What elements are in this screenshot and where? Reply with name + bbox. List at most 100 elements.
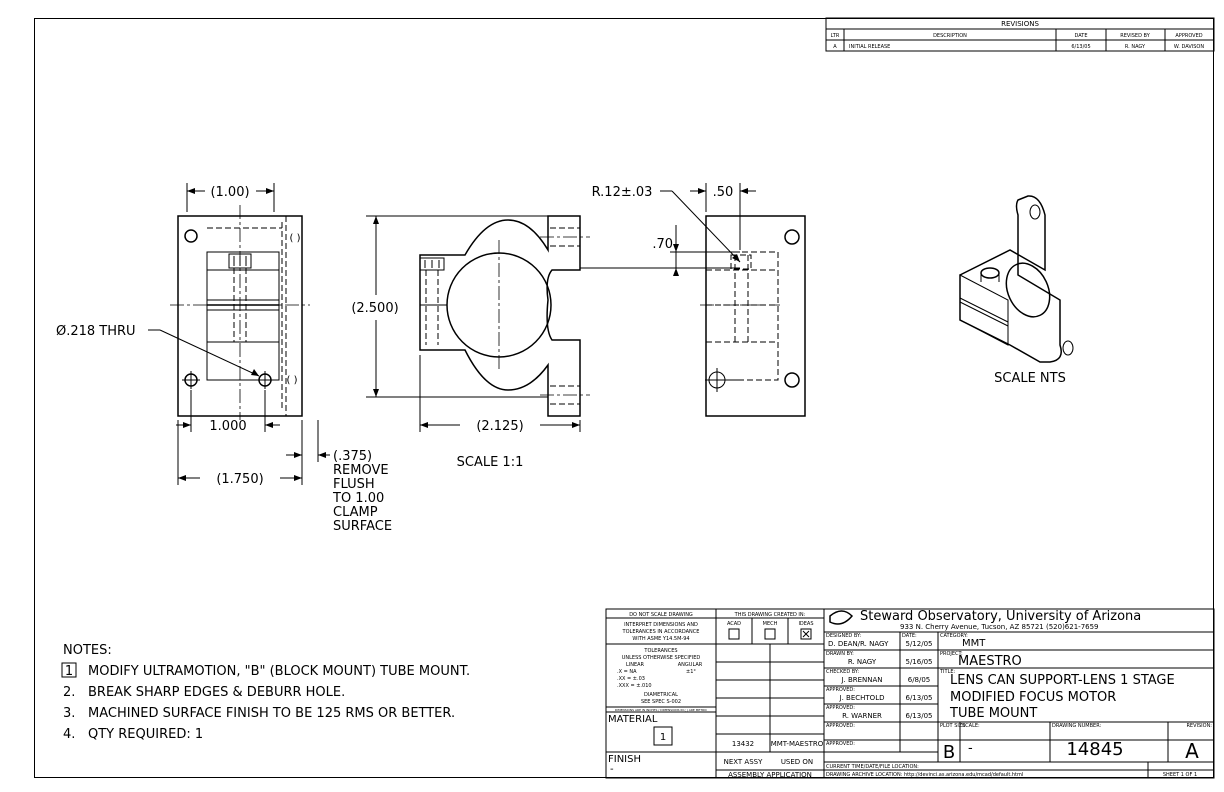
- rev-header-description: DESCRIPTION: [933, 33, 967, 39]
- mech-checkbox: [764, 628, 776, 640]
- dim-height: (2.500): [351, 301, 398, 316]
- interpret-line-2: TOLERANCES IN ACCORDANCE: [622, 629, 700, 635]
- created-mech: MECH: [763, 621, 778, 627]
- rev-row-approved: W. DAVISON: [1174, 44, 1204, 50]
- assy-name: MMT-MAESTRO: [771, 740, 824, 748]
- plot-size: B: [943, 742, 955, 763]
- project-label: PROJECT:: [940, 651, 963, 657]
- iso-screw-head: [980, 267, 1000, 279]
- front-view-dimensions: (2.500) (2.125) SCALE 1:1: [351, 215, 581, 470]
- dim-left-width-ref: (1.00): [210, 185, 249, 200]
- revision: A: [1185, 739, 1199, 763]
- tol-see-spec: SEE SPEC S-002: [641, 699, 681, 705]
- note-3-text: MACHINED SURFACE FINISH TO BE 125 RMS OR…: [88, 706, 455, 721]
- approved-2-date: 6/13/05: [906, 712, 933, 720]
- note-3-number: 3.: [63, 706, 75, 721]
- notes-title: NOTES:: [63, 643, 112, 658]
- depth-note-line-3: TO 1.00: [332, 491, 384, 506]
- rev-row-ltr: A: [833, 44, 837, 50]
- created-in-title: THIS DRAWING CREATED IN:: [734, 612, 806, 618]
- left-side-view: [170, 205, 310, 420]
- do-not-scale: DO NOT SCALE DRAWING: [629, 612, 693, 618]
- tol-linear-label: LINEAR: [626, 662, 645, 668]
- dim-right-top: .50: [713, 185, 734, 200]
- approved-4-label: APPROVED:: [826, 741, 855, 747]
- assembly-application-label: ASSEMBLY APPLICATION: [728, 771, 812, 779]
- approved-2-label: APPROVED:: [826, 705, 855, 711]
- revisions-table: REVISIONS LTR DESCRIPTION DATE REVISED B…: [825, 17, 1215, 52]
- approved-2: R. WARNER: [842, 712, 882, 720]
- material-label: MATERIAL: [608, 714, 658, 725]
- designed-date: 5/12/05: [906, 640, 933, 648]
- assy-number: 13432: [732, 740, 754, 748]
- dim-front-width: (2.125): [476, 419, 523, 434]
- tol-angular: ±1°: [686, 669, 696, 675]
- front-view: [419, 215, 590, 417]
- drawn-date: 5/16/05: [906, 658, 933, 666]
- dim-hole-spacing: 1.000: [209, 419, 246, 434]
- dim-radius: R.12±.03: [592, 185, 653, 200]
- left-view-dimensions: (1.00) ( ) ( ) Ø.218 THRU 1.000 (1.750) …: [56, 183, 392, 534]
- scale-value: -: [968, 741, 973, 756]
- title-block: Steward Observatory, University of Arizo…: [823, 608, 1215, 779]
- finish-value: -: [610, 764, 614, 775]
- next-assy-label: NEXT ASSY: [724, 758, 764, 766]
- dims-units-note: DIMENSIONS ARE IN INCHES / DIMENSIONS IN…: [615, 708, 707, 712]
- org-name: Steward Observatory, University of Arizo…: [860, 609, 1141, 624]
- org-address: 933 N. Cherry Avenue, Tucson, AZ 85721 (…: [900, 623, 1099, 631]
- title-line-1: LENS CAN SUPPORT-LENS 1 STAGE: [950, 673, 1175, 688]
- note-2-text: BREAK SHARP EDGES & DEBURR HOLE.: [88, 685, 345, 700]
- dim-left-paren-bottom: ( ): [287, 375, 298, 386]
- designed-by: D. DEAN/R. NAGY: [828, 640, 889, 648]
- interpret-line-3: WITH ASME Y14.5M-94: [632, 636, 689, 642]
- depth-note-line-5: SURFACE: [333, 519, 392, 534]
- designed-by-label: DESIGNED BY:: [826, 633, 861, 639]
- dim-overall-width: (1.750): [216, 472, 263, 487]
- hole-callout: Ø.218 THRU: [56, 324, 136, 339]
- rev-row-date: 6/13/05: [1071, 44, 1090, 50]
- title-line-3: TUBE MOUNT: [949, 706, 1037, 721]
- date-label: DATE:: [902, 633, 917, 639]
- dim-depth: (.375): [333, 449, 372, 464]
- iso-hole-bottom: [1062, 340, 1074, 356]
- created-acad: ACAD: [727, 621, 741, 627]
- archive-location: DRAWING ARCHIVE LOCATION: http://devinci…: [826, 772, 1023, 778]
- rev-header-date: DATE: [1074, 33, 1087, 39]
- approved-1-date: 6/13/05: [906, 694, 933, 702]
- right-view-dimensions: .50 R.12±.03 .70: [580, 183, 756, 276]
- used-on-label: USED ON: [781, 758, 813, 766]
- isometric-view: SCALE NTS: [959, 195, 1074, 386]
- category-label: CATEGORY:: [940, 633, 968, 639]
- iso-hole-top: [1029, 204, 1041, 220]
- drawing-number-label: DRAWING NUMBER:: [1052, 723, 1102, 729]
- right-hole-top: [784, 229, 800, 245]
- interpret-line-1: INTERPRET DIMENSIONS AND: [624, 622, 698, 628]
- note-4-text: QTY REQUIRED: 1: [88, 727, 203, 742]
- note-1-text: MODIFY ULTRAMOTION, "B" (BLOCK MOUNT) TU…: [88, 664, 470, 679]
- dim-right-side: .70: [652, 237, 673, 252]
- depth-note-line-4: CLAMP: [333, 505, 378, 520]
- sheet-number: SHEET 1 OF 1: [1163, 772, 1197, 778]
- right-hole-bottom: [784, 372, 800, 388]
- finish-label: FINISH: [608, 754, 641, 765]
- revision-label: REVISION:: [1186, 723, 1212, 729]
- note-2-number: 2.: [63, 685, 75, 700]
- hole-top-left: [184, 229, 198, 243]
- approved-1: J. BECHTOLD: [839, 694, 885, 702]
- rev-row-revised-by: R. NAGY: [1125, 44, 1146, 50]
- tolerances-title: TOLERANCES: [643, 648, 677, 654]
- acad-checkbox: [728, 628, 740, 640]
- note-1-number: 1: [65, 664, 73, 679]
- approved-1-label: APPROVED:: [826, 687, 855, 693]
- ideas-checkbox: [800, 628, 812, 640]
- drawing-number: 14845: [1066, 739, 1123, 760]
- rev-row-description: INITIAL RELEASE: [849, 44, 890, 50]
- steward-logo: [829, 610, 854, 625]
- checked-by-label: CHECKED BY:: [826, 669, 859, 675]
- created-ideas: IDEAS: [798, 621, 813, 627]
- created-in-block: THIS DRAWING CREATED IN: ACAD MECH IDEAS…: [715, 608, 825, 779]
- tol-angular-label: ANGULAR: [678, 662, 703, 668]
- checked-date: 6/8/05: [908, 676, 931, 684]
- rev-header-approved: APPROVED: [1175, 33, 1202, 39]
